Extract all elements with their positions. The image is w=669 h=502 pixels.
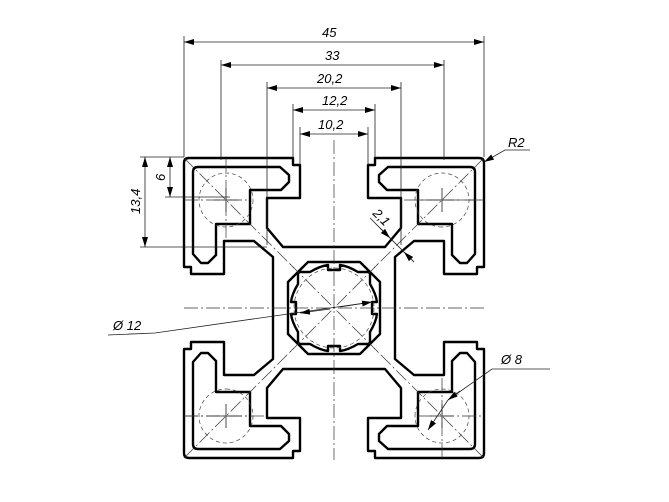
dim-45: 45 (322, 25, 337, 40)
dim-13-4: 13,4 (128, 189, 143, 214)
dim-20-2: 20,2 (316, 71, 343, 86)
dim-2-1: 2,1 (369, 205, 393, 229)
dim-dia-12: Ø 12 (112, 318, 142, 333)
dim-r2: R2 (508, 135, 525, 150)
dim-33: 33 (325, 48, 340, 63)
dimension-lines (107, 39, 550, 431)
extension-lines (140, 36, 485, 248)
dimension-labels: 45 33 20,2 12,2 10,2 13,4 6 R2 2,1 Ø 12 … (112, 25, 525, 367)
dim-6: 6 (153, 173, 168, 181)
dim-12-2: 12,2 (322, 93, 348, 108)
dim-dia-8: Ø 8 (500, 352, 523, 367)
dim-10-2: 10,2 (318, 117, 344, 132)
centerlines (184, 140, 484, 460)
